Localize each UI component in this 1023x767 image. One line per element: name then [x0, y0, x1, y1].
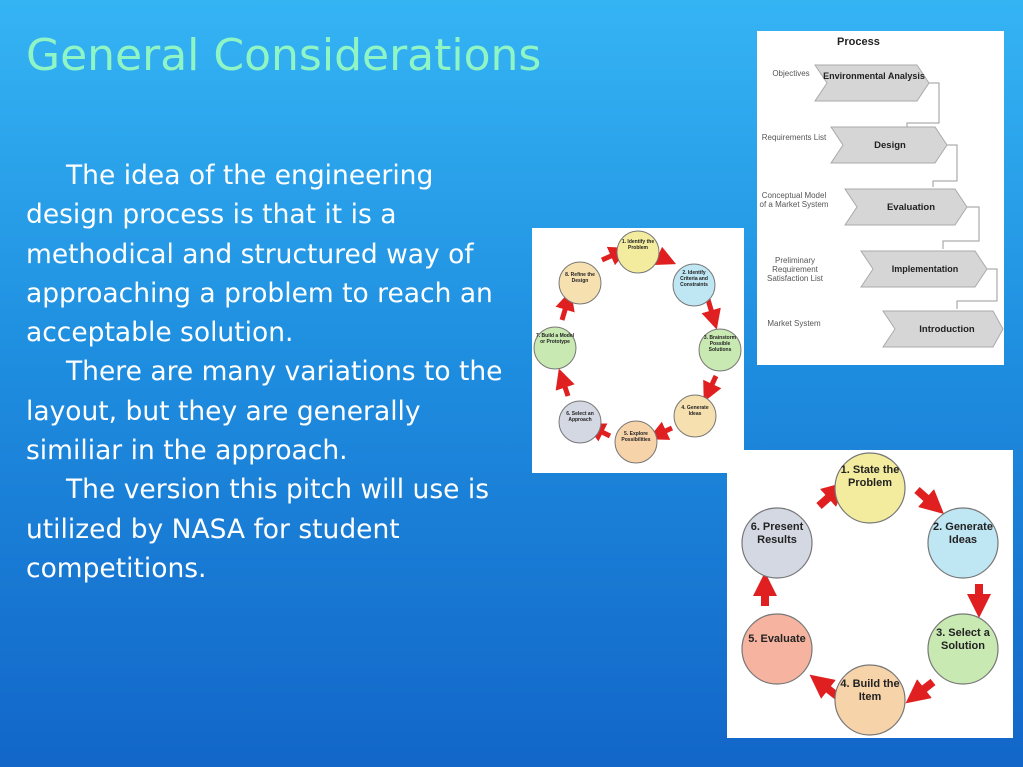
step8-circle-7	[533, 326, 577, 370]
step8-circle-6	[558, 400, 602, 444]
slide-title: General Considerations	[26, 30, 542, 81]
cycle-eight-diagram: 1. Identify the Problem 2. Identify Crit…	[532, 228, 744, 473]
step6-label-6: 6. Present Results	[750, 521, 804, 546]
step8-label-7: 7. Build a Model or Prototype	[535, 333, 575, 345]
input-label-5: Market System	[767, 319, 821, 328]
step6-circle-2	[927, 507, 999, 579]
step-label-4: Implementation	[892, 264, 959, 274]
step6-label-2: 2. Generate Ideas	[933, 521, 993, 546]
arrow-6-4	[809, 674, 840, 700]
step-label-3: Evaluation	[887, 202, 935, 213]
step6-label-3: 3. Select a Solution	[936, 627, 990, 652]
paragraph-2: There are many variations to the layout,…	[26, 356, 503, 467]
step6-label-5: 5. Evaluate	[748, 633, 806, 645]
arrow-8-4	[647, 421, 674, 440]
body-text: The idea of the engineering design proce…	[26, 156, 506, 588]
arrow-8-3	[703, 374, 722, 403]
arrow-8-7	[555, 290, 575, 321]
input-label-2: Requirements List	[761, 133, 827, 142]
cycle-six-diagram: 1. State the Problem 2. Generate Ideas 3…	[727, 450, 1013, 738]
paragraph-1: The idea of the engineering design proce…	[26, 160, 493, 349]
step-label-5: Introduction	[919, 324, 975, 335]
step6-circle-5	[741, 613, 813, 685]
process-diagram-svg: Process Environmental Analysis Design Ev…	[759, 36, 1004, 348]
arrow-6-3	[905, 678, 936, 704]
step-shape-4	[860, 250, 988, 288]
cycle-eight-svg: 1. Identify the Problem 2. Identify Crit…	[533, 230, 742, 464]
step6-label-4: 4. Build the Item	[840, 678, 900, 703]
step-shape-3	[844, 188, 968, 226]
step8-circle-2	[672, 263, 716, 307]
step8-label-3: 3. Brainstorm Possible Solutions	[703, 335, 737, 353]
step8-label-6: 6. Select an Approach	[566, 411, 594, 423]
step8-circle-1	[616, 230, 660, 274]
step-shape-5	[882, 310, 1004, 348]
step8-label-8: 8. Refine the Design	[565, 272, 595, 284]
step6-circle-1	[834, 452, 906, 524]
arrow-6-1	[914, 487, 944, 514]
step8-label-2: 2. Identify Criteria and Constraints	[680, 270, 708, 288]
input-label-3: Conceptual Model of a Market System	[759, 191, 829, 209]
step8-circle-4	[673, 394, 717, 438]
step6-label-1: 1. State the Problem	[840, 464, 900, 489]
step6-circle-6	[741, 507, 813, 579]
input-label-1: Objectives	[772, 69, 810, 78]
step8-circle-5	[614, 420, 658, 464]
step-shape-1	[814, 64, 930, 102]
step8-label-1: 1. Identify the Problem	[621, 239, 655, 251]
step-shape-2	[830, 126, 948, 164]
step6-circle-3	[927, 613, 999, 685]
arrow-6-6	[816, 482, 846, 509]
cycle-six-svg: 1. State the Problem 2. Generate Ideas 3…	[741, 452, 999, 736]
step8-label-4: 4. Generate Ideas	[681, 405, 709, 417]
step-label-2: Design	[874, 140, 906, 151]
arrow-8-6	[555, 368, 575, 397]
paragraph-3: The version this pitch will use is utili…	[26, 474, 490, 584]
process-diagram: Process Environmental Analysis Design Ev…	[757, 31, 1004, 365]
process-title: Process	[837, 36, 880, 48]
input-label-4: Preliminary Requirement Satisfaction Lis…	[766, 256, 824, 283]
step8-circle-3	[698, 328, 742, 372]
step8-label-5: 5. Explore Possibilities	[621, 431, 651, 443]
step-label-1: Environmental Analysis	[823, 71, 925, 81]
step6-circle-4	[834, 664, 906, 736]
step8-circle-8	[558, 261, 602, 305]
